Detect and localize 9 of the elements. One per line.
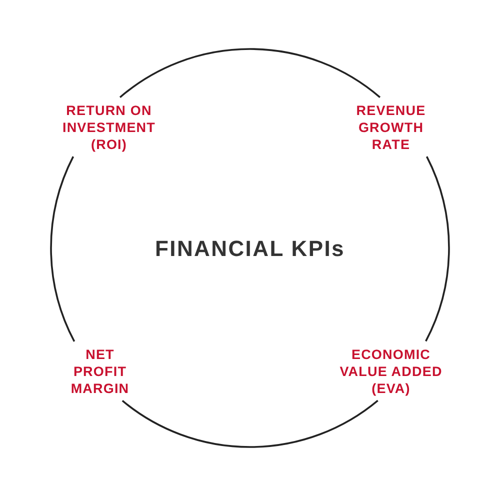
kpi-label: REVENUE GROWTH RATE bbox=[356, 102, 426, 152]
connector-arc bbox=[120, 48, 380, 98]
diagram-title: FINANCIAL KPIs bbox=[155, 236, 345, 262]
kpi-label: ECONOMIC VALUE ADDED (EVA) bbox=[339, 346, 443, 396]
kpi-label: RETURN ON INVESTMENT (ROI) bbox=[62, 102, 156, 152]
connector-arc bbox=[50, 156, 76, 342]
connector-arc bbox=[122, 400, 378, 448]
connector-arc bbox=[425, 156, 450, 342]
kpi-label: NET PROFIT MARGIN bbox=[70, 346, 130, 396]
